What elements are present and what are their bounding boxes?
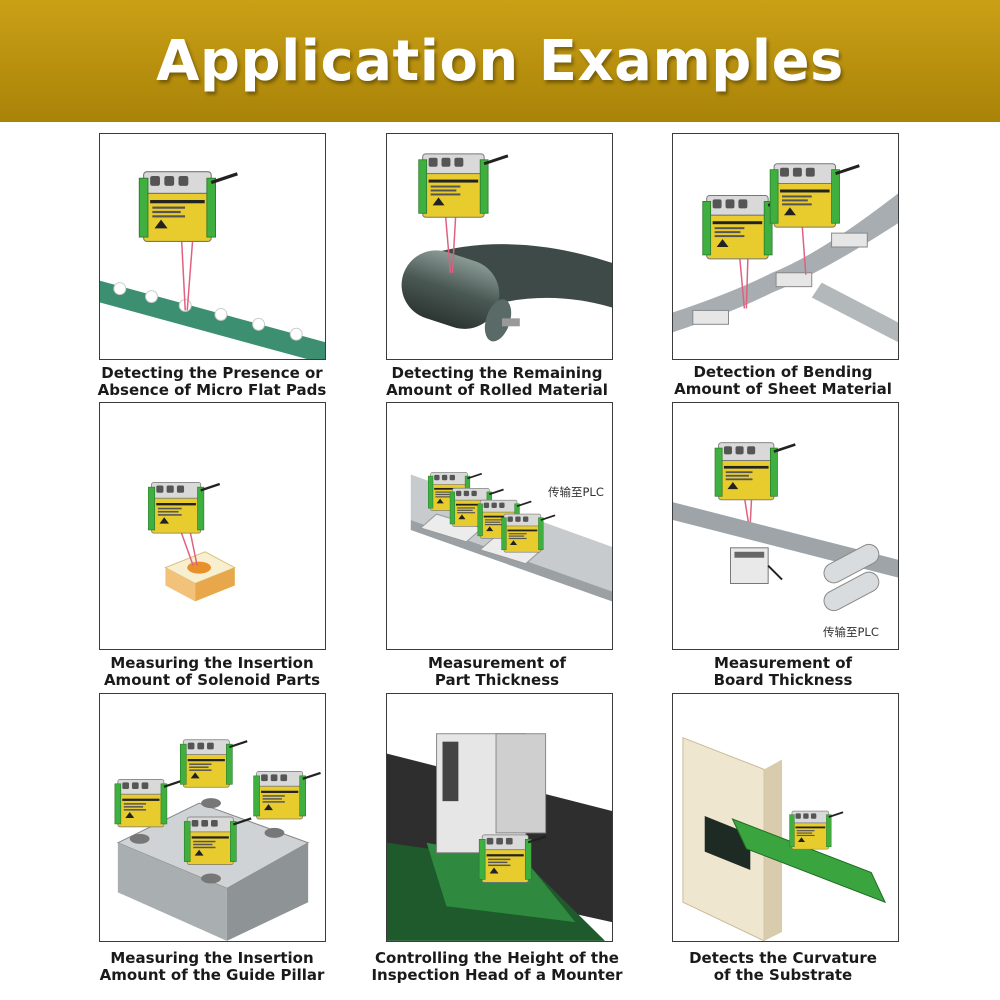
card-substrate-curvature (672, 693, 899, 942)
page-title: Application Examples (156, 28, 844, 94)
caption-line: Amount of Rolled Material (386, 381, 608, 399)
caption-substrate-curvature: Detects the Curvature of the Substrate (653, 950, 913, 984)
caption-line: of the Substrate (713, 966, 853, 984)
card-mounter-head (386, 693, 613, 942)
guide-pillar-illustration (113, 738, 322, 941)
rolled-material-illustration (401, 152, 612, 342)
caption-line: Amount of Sheet Material (674, 380, 892, 398)
caption-part-thickness: Measurement of Part Thickness (367, 655, 627, 689)
card-guide-pillar (99, 693, 326, 942)
substrate-curvature-illustration (682, 736, 887, 941)
caption-line: Measuring the Insertion (110, 949, 314, 967)
sheet-bending-illustration (673, 162, 898, 343)
caption-rolled-material: Detecting the Remaining Amount of Rolled… (367, 365, 627, 399)
card-solenoid-parts (99, 402, 326, 650)
micro-flat-pads-illustration (100, 170, 325, 359)
caption-line: Measurement of (427, 654, 567, 672)
card-part-thickness (386, 402, 613, 650)
caption-line: Part Thickness (434, 671, 560, 689)
board-thickness-illustration (673, 441, 898, 612)
card-rolled-material (386, 133, 613, 360)
caption-solenoid-parts: Measuring the Insertion Amount of Soleno… (82, 655, 342, 689)
caption-line: Board Thickness (713, 671, 853, 689)
caption-line: Detecting the Remaining (391, 364, 603, 382)
caption-line: Amount of the Guide Pillar (99, 966, 325, 984)
caption-line: Measurement of (713, 654, 853, 672)
caption-line: Detecting the Presence or (101, 364, 323, 382)
caption-micro-flat-pads: Detecting the Presence or Absence of Mic… (82, 365, 342, 399)
caption-line: Controlling the Height of the (375, 949, 619, 967)
card-sheet-bending (672, 133, 899, 360)
caption-line: Absence of Micro Flat Pads (97, 381, 327, 399)
caption-line: Measuring the Insertion (110, 654, 314, 672)
card-board-thickness (672, 402, 899, 650)
header-banner: Application Examples (0, 0, 1000, 122)
caption-guide-pillar: Measuring the Insertion Amount of the Gu… (82, 950, 342, 984)
caption-line: Amount of Solenoid Parts (103, 671, 321, 689)
caption-board-thickness: Measurement of Board Thickness (653, 655, 913, 689)
caption-mounter-head: Controlling the Height of the Inspection… (367, 950, 627, 984)
caption-line: Detects the Curvature (689, 949, 877, 967)
solenoid-illustration (147, 481, 236, 602)
caption-sheet-bending: Detection of Bending Amount of Sheet Mat… (653, 364, 913, 398)
card-micro-flat-pads (99, 133, 326, 360)
plc-annotation: 传输至PLC (823, 625, 879, 639)
mounter-head-illustration (387, 733, 612, 941)
part-thickness-illustration (410, 471, 612, 602)
caption-line: Detection of Bending (693, 363, 873, 381)
caption-line: Inspection Head of a Mounter (371, 966, 623, 984)
plc-annotation: 传输至PLC (548, 485, 604, 499)
